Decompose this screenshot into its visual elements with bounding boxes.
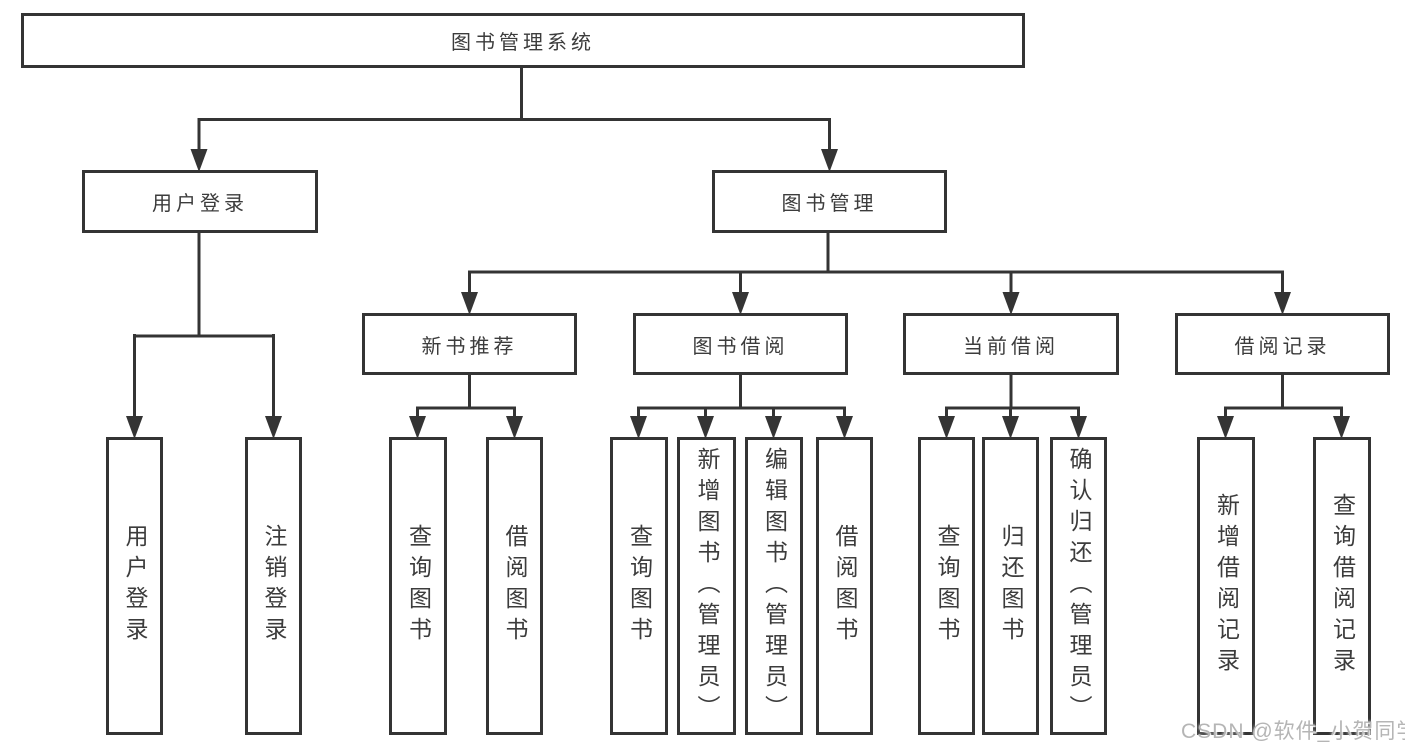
leaf-current-query-books-label: 查询图书 bbox=[934, 524, 960, 648]
leaf-records-add-record: 新增借阅记录 bbox=[1197, 437, 1255, 735]
leaf-current-return-books: 归还图书 bbox=[982, 437, 1039, 735]
leaf-borrow-borrow-books: 借阅图书 bbox=[816, 437, 873, 735]
leaf-borrow-add-books-admin: 新增图书（管理员） bbox=[677, 437, 736, 735]
node-book-borrow: 图书借阅 bbox=[633, 313, 848, 375]
node-book-management: 图书管理 bbox=[712, 170, 947, 233]
node-root: 图书管理系统 bbox=[21, 13, 1025, 68]
leaf-borrow-edit-books-admin: 编辑图书（管理员） bbox=[745, 437, 803, 735]
node-user-login: 用户登录 bbox=[82, 170, 318, 233]
leaf-newrec-query-books: 查询图书 bbox=[389, 437, 447, 735]
leaf-records-add-record-label: 新增借阅记录 bbox=[1213, 493, 1240, 679]
node-borrow-records: 借阅记录 bbox=[1175, 313, 1390, 375]
leaf-current-confirm-return-admin: 确认归还（管理员） bbox=[1050, 437, 1107, 735]
leaf-current-confirm-return-admin-label: 确认归还（管理员） bbox=[1066, 446, 1092, 726]
leaf-borrow-query-books-label: 查询图书 bbox=[626, 524, 653, 648]
leaf-records-query-record-label: 查询借阅记录 bbox=[1329, 493, 1356, 679]
leaf-newrec-borrow-books: 借阅图书 bbox=[486, 437, 543, 735]
leaf-borrow-edit-books-admin-label: 编辑图书（管理员） bbox=[761, 446, 788, 726]
leaf-borrow-add-books-admin-label: 新增图书（管理员） bbox=[694, 446, 720, 726]
csdn-watermark: CSDN @软件_小贺同学 bbox=[1181, 720, 1405, 743]
leaf-newrec-borrow-books-label: 借阅图书 bbox=[502, 524, 528, 648]
node-new-book-recommend: 新书推荐 bbox=[362, 313, 577, 375]
leaf-current-query-books: 查询图书 bbox=[918, 437, 975, 735]
node-current-borrow: 当前借阅 bbox=[903, 313, 1119, 375]
leaf-records-query-record: 查询借阅记录 bbox=[1313, 437, 1371, 735]
leaf-current-return-books-label: 归还图书 bbox=[998, 524, 1024, 648]
leaf-user-login: 用户登录 bbox=[106, 437, 163, 735]
leaf-logout: 注销登录 bbox=[245, 437, 302, 735]
leaf-borrow-borrow-books-label: 借阅图书 bbox=[832, 524, 858, 648]
leaf-logout-label: 注销登录 bbox=[261, 524, 287, 648]
leaf-user-login-label: 用户登录 bbox=[122, 524, 148, 648]
leaf-newrec-query-books-label: 查询图书 bbox=[405, 524, 432, 648]
leaf-borrow-query-books: 查询图书 bbox=[610, 437, 668, 735]
